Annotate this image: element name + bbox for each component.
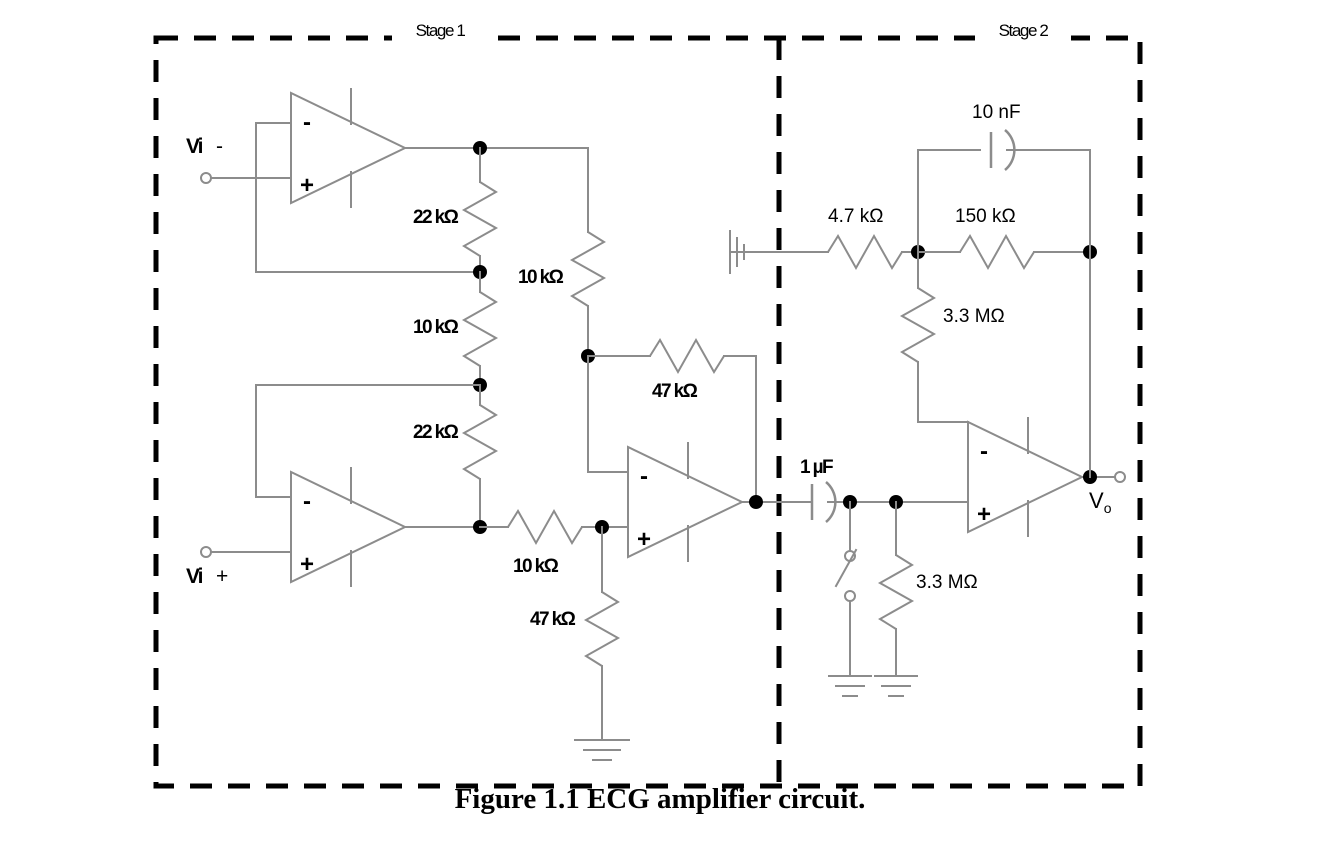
ground-symbol-stage1 bbox=[574, 739, 630, 761]
circuit-boundary-box bbox=[153, 35, 1143, 789]
resistor-3m3-bias-symbol bbox=[877, 554, 915, 630]
figure-caption: Figure 1.1 ECG amplifier circuit. bbox=[454, 783, 866, 815]
vi-minus-terminal[interactable] bbox=[200, 172, 212, 184]
capacitor-1uf-label: 1 µF bbox=[800, 457, 833, 478]
resistor-150k-label: 150 kΩ bbox=[955, 206, 1016, 227]
switch-blade[interactable] bbox=[834, 548, 858, 588]
c10n-lead-right bbox=[1006, 149, 1091, 253]
opamp-u4-inverting-pin: - bbox=[980, 438, 988, 465]
resistor-47k-feedback-symbol bbox=[649, 337, 725, 375]
opamp-u4-noninverting-pin: + bbox=[977, 501, 991, 528]
resistor-4k7-symbol bbox=[827, 233, 903, 271]
resistor-10k-mid-symbol bbox=[461, 291, 499, 367]
resistor-10k-series-symbol bbox=[507, 508, 583, 546]
vi-minus-sign: - bbox=[216, 135, 223, 158]
opamp-u3-inverting-pin: - bbox=[640, 463, 648, 490]
resistor-4k7-label: 4.7 kΩ bbox=[828, 206, 883, 227]
u3-inverting-input-wire bbox=[587, 355, 629, 473]
resistor-150k-symbol bbox=[959, 233, 1035, 271]
resistor-10k-series-label: 10 kΩ bbox=[513, 556, 559, 577]
stage2-label-backdrop bbox=[975, 24, 1071, 50]
opamp-u1-noninverting-pin: + bbox=[300, 172, 314, 199]
vi-plus-sign: + bbox=[216, 565, 228, 588]
resistor-22k-top-symbol bbox=[461, 181, 499, 257]
resistor-3m3-stage2-label: 3.3 MΩ bbox=[943, 306, 1005, 327]
resistor-10k-mid-label: 10 kΩ bbox=[413, 317, 459, 338]
vi-plus-label: Vi bbox=[186, 565, 203, 588]
vout-label: Vo bbox=[1089, 488, 1112, 516]
ground-symbol-switch bbox=[828, 675, 872, 697]
switch-lower-contact[interactable] bbox=[844, 590, 856, 602]
stage2-label: Stage 2 bbox=[999, 21, 1049, 40]
vout-terminal[interactable] bbox=[1114, 471, 1126, 483]
opamp-u3-difference: - + bbox=[627, 442, 745, 562]
ground-symbol-bias bbox=[874, 675, 918, 697]
resistor-3m3-stage2-symbol bbox=[899, 287, 937, 363]
resistor-22k-top-label: 22 kΩ bbox=[413, 207, 459, 228]
vi-plus-terminal[interactable] bbox=[200, 546, 212, 558]
opamp-u2-bottom: - + bbox=[290, 467, 408, 587]
resistor-22k-bottom-symbol bbox=[461, 404, 499, 480]
resistor-3m3-bias-label: 3.3 MΩ bbox=[916, 572, 978, 593]
opamp-u2-inverting-pin: - bbox=[303, 488, 311, 515]
stage1-label-backdrop bbox=[392, 24, 488, 50]
opamp-u4-stage2: - + bbox=[967, 417, 1085, 537]
stage1-label: Stage 1 bbox=[416, 21, 466, 40]
c10n-lead-left bbox=[917, 149, 981, 253]
r3m3-stage2-lead-lower bbox=[917, 361, 969, 423]
resistor-47k-feedback-label: 47 kΩ bbox=[652, 381, 698, 402]
resistor-10k-right-label: 10 kΩ bbox=[518, 267, 564, 288]
r47k-fb-lead-right bbox=[723, 355, 757, 503]
u2-feedback-wire bbox=[255, 384, 481, 498]
capacitor-10nf-label: 10 nF bbox=[972, 102, 1021, 123]
opamp-u1-top: - + bbox=[290, 88, 408, 208]
resistor-10k-right-symbol bbox=[569, 231, 607, 307]
opamp-u1-inverting-pin: - bbox=[303, 109, 311, 136]
u1-feedback-wire bbox=[255, 122, 481, 273]
resistor-22k-bottom-label: 22 kΩ bbox=[413, 422, 459, 443]
opamp-u3-noninverting-pin: + bbox=[637, 526, 651, 553]
node-u3-output bbox=[749, 495, 763, 509]
vi-minus-label: Vi bbox=[186, 135, 203, 158]
resistor-47k-gnd-label: 47 kΩ bbox=[530, 609, 576, 630]
resistor-47k-gnd-symbol bbox=[583, 591, 621, 667]
opamp-u2-noninverting-pin: + bbox=[300, 551, 314, 578]
